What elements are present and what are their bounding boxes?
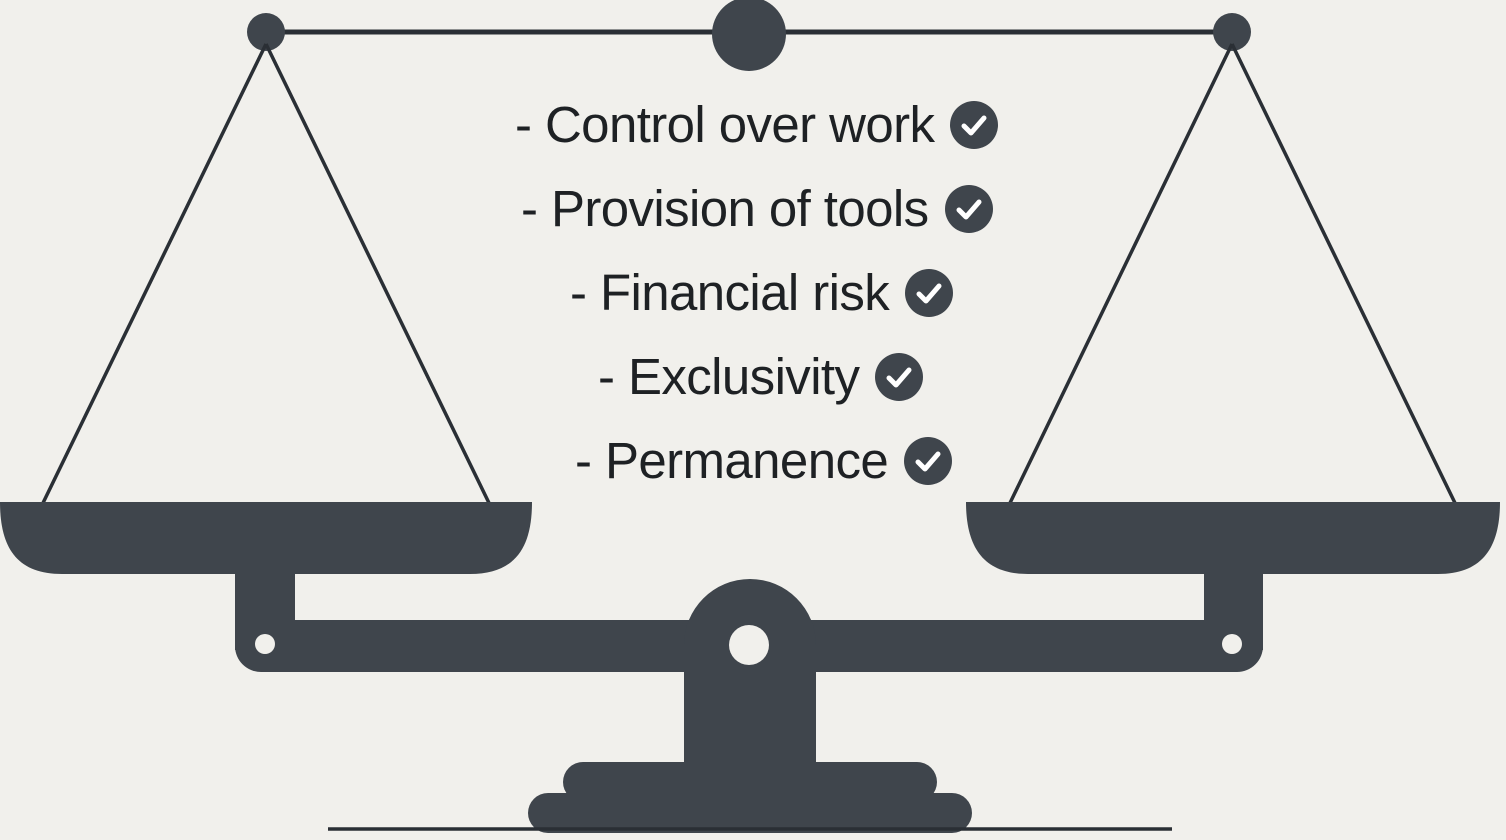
check-circle-icon — [905, 269, 954, 317]
left-rivet-hole — [255, 634, 275, 654]
left-beam-end — [247, 13, 285, 51]
criterion-label: - Control over work — [515, 96, 935, 153]
base-upper-tier — [563, 762, 937, 802]
top-pivot-knob — [712, 0, 786, 71]
criterion-label: - Permanence — [575, 432, 889, 489]
central-post — [684, 579, 816, 770]
right-pan — [966, 502, 1500, 574]
criterion-label: - Exclusivity — [598, 348, 860, 405]
check-circle-icon — [904, 437, 953, 485]
check-circle-icon — [875, 353, 924, 401]
check-circle-icon — [944, 185, 993, 233]
criterion-item-exclusivity: - Exclusivity — [598, 346, 924, 408]
right-beam-end — [1213, 13, 1251, 51]
left-string-outer — [41, 43, 268, 504]
criterion-item-provision-of-tools: - Provision of tools — [521, 178, 993, 240]
central-pivot-hole — [729, 625, 769, 665]
right-rivet-hole — [1222, 634, 1242, 654]
criterion-label: - Provision of tools — [521, 180, 929, 237]
criterion-item-control-over-work: - Control over work — [515, 94, 999, 156]
right-string-outer — [1230, 43, 1457, 504]
left-pan — [0, 502, 532, 574]
criterion-label: - Financial risk — [570, 264, 890, 321]
check-circle-icon — [950, 101, 999, 149]
right-string-inner — [1008, 43, 1234, 504]
left-string-inner — [264, 43, 491, 504]
criterion-item-permanence: - Permanence — [575, 430, 953, 492]
base-lower-tier — [528, 793, 972, 833]
criterion-item-financial-risk: - Financial risk — [570, 262, 954, 324]
